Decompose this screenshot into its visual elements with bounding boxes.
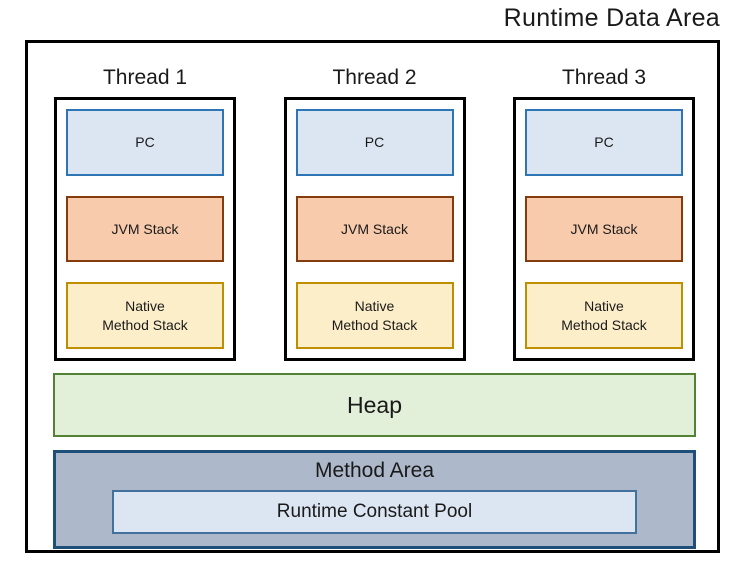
native-method-stack-box-3: Native Method Stack bbox=[525, 282, 683, 349]
thread-label-3: Thread 3 bbox=[561, 66, 647, 89]
thread-column-1: Thread 1 PC JVM Stack Native Method Stac… bbox=[54, 65, 236, 361]
jvm-stack-box-1: JVM Stack bbox=[66, 196, 224, 262]
runtime-data-area-frame: Thread 1 PC JVM Stack Native Method Stac… bbox=[25, 40, 720, 553]
thread-box-1: PC JVM Stack Native Method Stack bbox=[54, 97, 236, 361]
thread-column-2: Thread 2 PC JVM Stack Native Method Stac… bbox=[283, 65, 466, 361]
native-method-stack-box-1: Native Method Stack bbox=[66, 282, 224, 349]
diagram-title: Runtime Data Area bbox=[503, 4, 720, 32]
threads-row: Thread 1 PC JVM Stack Native Method Stac… bbox=[54, 65, 695, 361]
thread-column-3: Thread 3 PC JVM Stack Native Method Stac… bbox=[513, 65, 695, 361]
thread-label-2: Thread 2 bbox=[332, 66, 417, 89]
jvm-stack-box-3: JVM Stack bbox=[525, 196, 683, 262]
method-area-label: Method Area bbox=[314, 459, 435, 482]
thread-label-1: Thread 1 bbox=[102, 66, 188, 89]
pc-box-3: PC bbox=[525, 109, 683, 176]
pc-box-1: PC bbox=[66, 109, 224, 176]
thread-box-2: PC JVM Stack Native Method Stack bbox=[283, 97, 466, 361]
heap-box: Heap bbox=[53, 373, 696, 437]
thread-box-3: PC JVM Stack Native Method Stack bbox=[513, 97, 695, 361]
runtime-constant-pool-box: Runtime Constant Pool bbox=[112, 490, 637, 534]
native-method-stack-box-2: Native Method Stack bbox=[295, 282, 454, 349]
pc-box-2: PC bbox=[295, 109, 454, 176]
jvm-stack-box-2: JVM Stack bbox=[295, 196, 454, 262]
method-area-box: Method Area Runtime Constant Pool bbox=[53, 450, 696, 549]
